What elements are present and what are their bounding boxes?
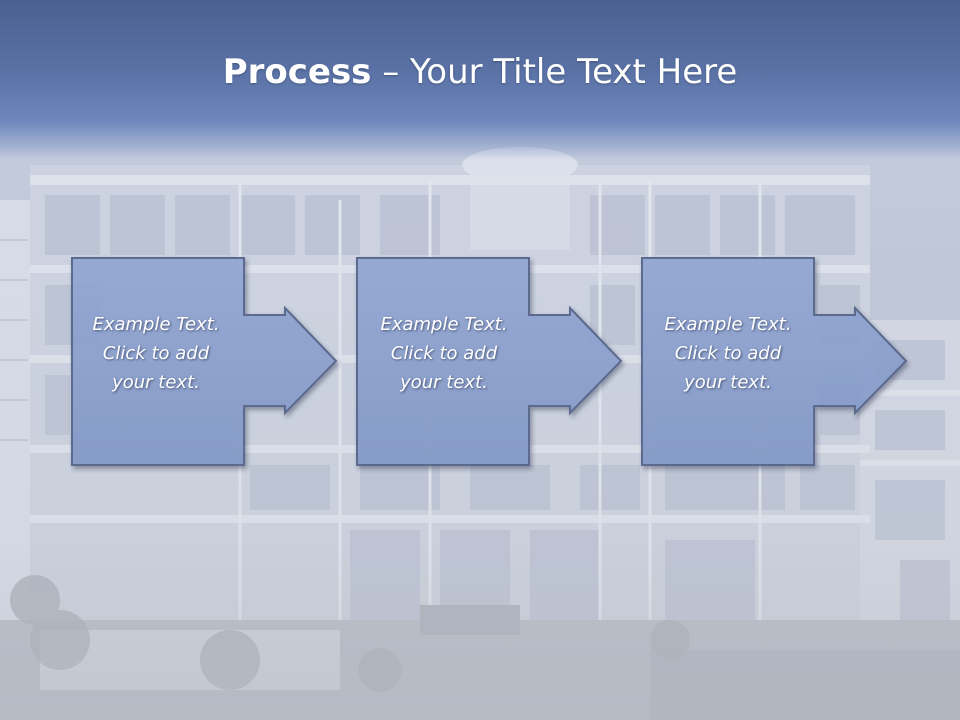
slide-title-rest: – Your Title Text Here [371,52,738,92]
process-step-1-text[interactable]: Example Text. Click to add your text. [92,314,220,393]
title-bar [0,0,960,160]
slide-title[interactable]: Process – Your Title Text Here [0,52,960,92]
process-step-3-shape[interactable] [636,250,916,480]
process-step-2-text[interactable]: Example Text. Click to add your text. [380,314,508,393]
slide-title-bold: Process [222,52,372,92]
process-step-2-shape[interactable] [351,250,631,480]
process-step-3-text[interactable]: Example Text. Click to add your text. [664,314,792,393]
process-step-1-shape[interactable] [66,250,346,480]
